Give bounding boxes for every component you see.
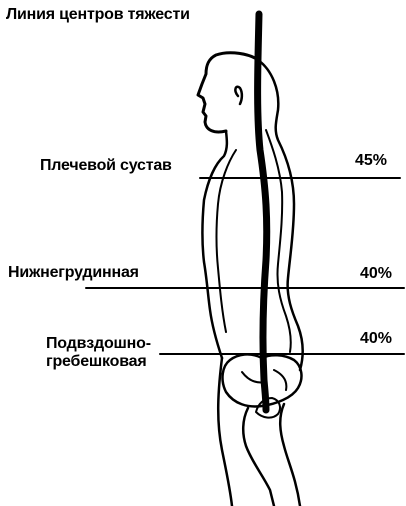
gravity-line <box>258 14 267 410</box>
shoulder-joint-percent: 45% <box>355 152 387 170</box>
torso-front-outline <box>203 131 227 358</box>
ear <box>235 87 242 104</box>
head-outline <box>198 53 258 132</box>
lower-sternal-percent: 40% <box>360 265 392 283</box>
iliopectineal-label-line-1: Подвздошно- <box>46 335 151 353</box>
femur-back <box>280 404 300 506</box>
leg-front <box>218 358 232 506</box>
iliopectineal-label: Подвздошно- гребешковая <box>46 335 151 371</box>
iliopectineal-percent: 40% <box>360 330 392 348</box>
femur <box>243 408 274 506</box>
iliopectineal-label-line-2: гребешковая <box>46 353 151 371</box>
lower-sternal-label: Нижнегрудинная <box>8 264 139 282</box>
diagram-title: Линия центров тяжести <box>6 6 190 24</box>
shoulder-joint-label: Плечевой сустав <box>40 157 172 175</box>
